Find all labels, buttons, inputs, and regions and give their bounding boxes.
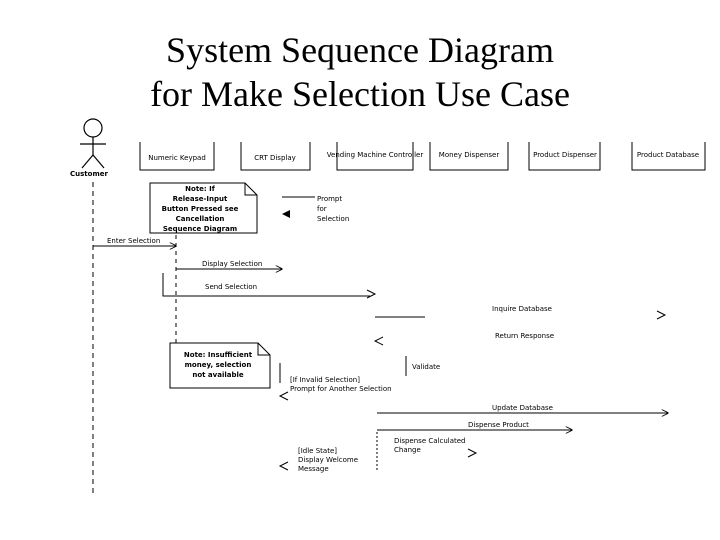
- title-line-1: System Sequence Diagram: [166, 30, 554, 70]
- msg-dispense-change-line-1: Dispense Calculated: [394, 437, 465, 445]
- arrow-dispense-change-head: [467, 448, 478, 458]
- note-release-line-4: Cancellation: [176, 215, 225, 223]
- object-box-crt-display: [240, 142, 311, 171]
- msg-validate: Validate: [412, 363, 440, 371]
- note-release-line-3: Button Pressed see: [162, 205, 239, 213]
- msg-inquire-database: Inquire Database: [492, 305, 552, 313]
- actor-head: [83, 118, 103, 138]
- object-crt-display: CRT Display: [254, 154, 296, 162]
- note-insufficient: [169, 342, 271, 389]
- msg-idle-line-2: Display Welcome: [298, 456, 358, 464]
- msg-idle-line-1: [Idle State]: [298, 447, 337, 455]
- object-box-product-database: [631, 142, 706, 171]
- msg-update-database: Update Database: [492, 404, 553, 412]
- arrow-send-selection-head: [366, 289, 377, 299]
- msg-dispense-change-line-2: Change: [394, 446, 421, 454]
- note-insufficient-line-2: money, selection: [185, 361, 252, 369]
- msg-idle-line-3: Message: [298, 465, 329, 473]
- diagram-title: System Sequence Diagram for Make Selecti…: [0, 28, 720, 116]
- object-box-numeric-keypad: [139, 142, 215, 171]
- actor-right-leg: [92, 154, 105, 169]
- note-release-input: [149, 182, 258, 234]
- msg-dispense-product: Dispense Product: [468, 421, 529, 429]
- object-numeric-keypad: Numeric Keypad: [148, 154, 206, 162]
- arrow-return-response-head: [373, 336, 384, 346]
- prompt-arrowhead: [282, 210, 290, 218]
- object-box-controller: [336, 142, 414, 171]
- note-release-line-1: Note: If: [185, 185, 216, 193]
- note-release-line-2: Release-Input: [173, 195, 228, 203]
- msg-invalid-line-2: Prompt for Another Selection: [290, 385, 392, 393]
- msg-return-response: Return Response: [495, 332, 554, 340]
- msg-enter-selection: Enter Selection: [107, 237, 160, 245]
- object-money-dispenser: Money Dispenser: [439, 151, 500, 159]
- arrow-idle-head: [278, 461, 289, 471]
- note-insufficient-line-1: Note: Insufficient: [184, 351, 253, 359]
- msg-display-selection: Display Selection: [202, 260, 262, 268]
- object-box-product-dispenser: [528, 142, 601, 171]
- arrow-inquire-head: [656, 310, 667, 320]
- customer-actor: [80, 118, 106, 169]
- arrow-invalid-head: [278, 391, 289, 401]
- object-product-dispenser: Product Dispenser: [533, 151, 597, 159]
- actor-label: Customer: [70, 170, 108, 178]
- msg-prompt-line-1: Prompt: [317, 195, 342, 203]
- msg-send-selection: Send Selection: [205, 283, 257, 291]
- note-release-line-5: Sequence Diagram: [163, 225, 237, 233]
- object-controller: Vending Machine Controller: [327, 151, 424, 159]
- object-product-database: Product Database: [637, 151, 699, 159]
- title-line-2: for Make Selection Use Case: [150, 74, 570, 114]
- arrow-send-selection-path: [162, 273, 370, 297]
- msg-prompt-line-2: for: [317, 205, 327, 213]
- msg-prompt-line-3: Selection: [317, 215, 349, 223]
- object-box-money-dispenser: [429, 142, 509, 171]
- msg-invalid-line-1: [If Invalid Selection]: [290, 376, 360, 384]
- actor-left-leg: [81, 154, 94, 169]
- note-insufficient-line-3: not available: [192, 371, 244, 379]
